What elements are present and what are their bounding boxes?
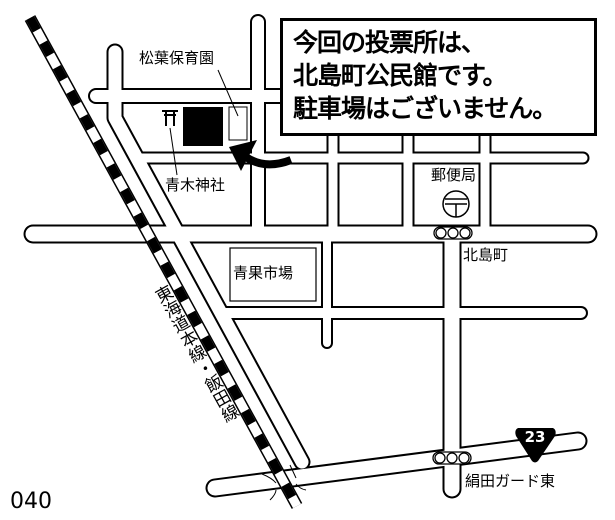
market-label: 青果市場 xyxy=(233,264,294,282)
shrine-torii-icon xyxy=(162,110,178,126)
underpass-marks xyxy=(261,464,307,501)
nursery-building xyxy=(228,106,248,141)
notice-box: 今回の投票所は、 北島町公民館です。 駐車場はございません。 xyxy=(280,18,597,136)
road-fills xyxy=(25,16,596,497)
market-box xyxy=(229,247,317,302)
notice-line: 今回の投票所は、 xyxy=(293,28,486,57)
nursery-label: 松葉保育園 xyxy=(139,49,215,67)
post-office-label: 郵便局 xyxy=(431,166,477,184)
railway-track xyxy=(24,15,303,509)
kinuta-intersection-label: 絹田ガード東 xyxy=(465,472,556,490)
shrine-label: 青木神社 xyxy=(165,176,226,194)
map-code: 040 xyxy=(10,489,52,514)
notice-line: 駐車場はございません。 xyxy=(293,94,557,123)
polling-station-building xyxy=(183,107,223,146)
kitajima-intersection-label: 北島町 xyxy=(463,246,509,264)
notice-line: 北島町公民館です。 xyxy=(293,61,508,90)
nursery-leader-line xyxy=(217,69,239,117)
shrine-leader-line xyxy=(169,127,178,176)
traffic-signal-icon xyxy=(432,451,472,465)
route-number: 23 xyxy=(524,428,546,446)
route-shield-icon xyxy=(515,428,556,463)
post-office-icon xyxy=(442,190,470,218)
entrance-arrow-icon xyxy=(229,140,293,171)
traffic-signal-icon xyxy=(433,226,473,240)
